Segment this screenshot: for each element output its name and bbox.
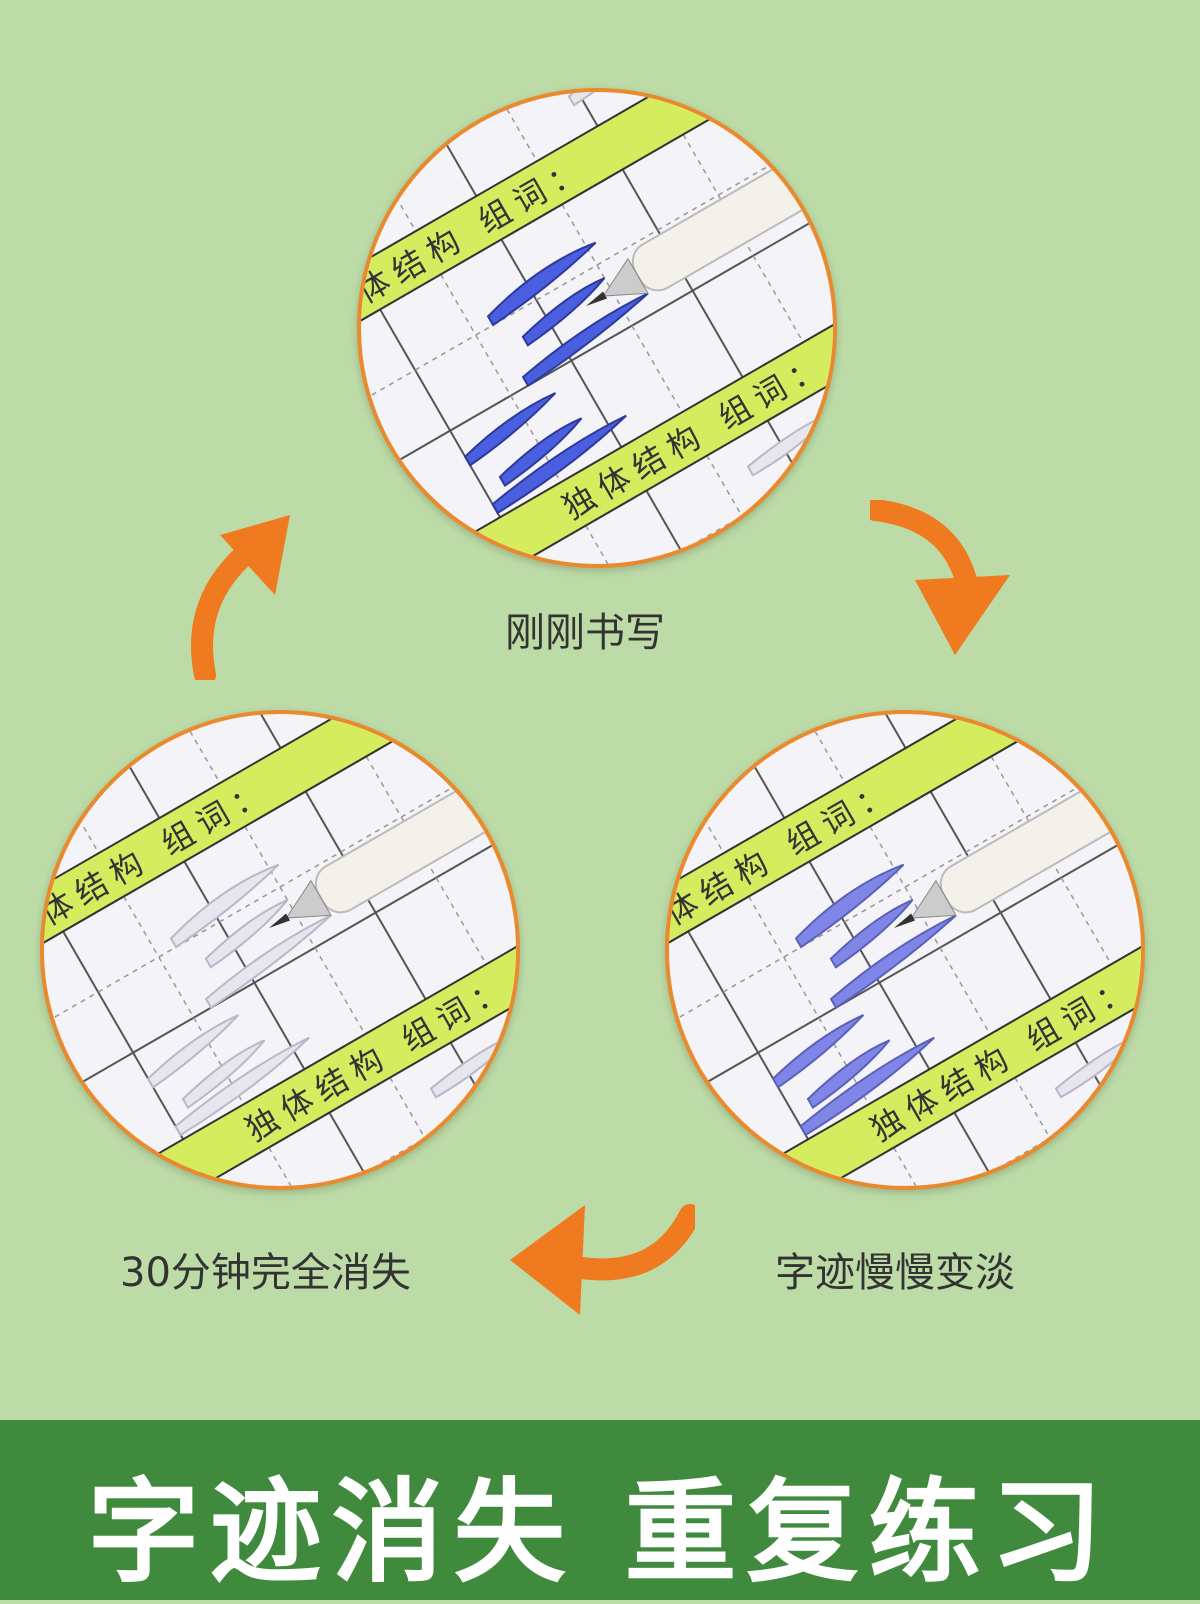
yellow-band (44, 714, 516, 1063)
faint-stroke (746, 411, 833, 477)
written-stroke (491, 414, 627, 515)
vanished-stroke (174, 1036, 310, 1137)
pen-icon (269, 772, 516, 929)
written-stroke (361, 168, 404, 247)
written-stroke (463, 392, 557, 467)
fading-stroke (669, 790, 712, 869)
zoom-circle-fading: 独体结构 组词： 独体结构 组词： 构： 再 (665, 710, 1145, 1190)
written-stroke (521, 277, 606, 347)
caption-just-written: 刚刚书写 (505, 610, 665, 656)
practice-sheet-illustration: 独体结构 组词： 独体结构 组词： 构： 再 (669, 714, 1141, 1186)
caption-fading: 字迹慢慢变淡 (775, 1250, 1015, 1296)
yellow-band (669, 817, 1141, 1186)
practice-sheet-illustration: 独体结构 组词： 独体结构 组词： 构： (361, 92, 833, 564)
pen-icon (894, 772, 1141, 929)
cycle-arrow-up-icon (191, 515, 290, 680)
vanished-stroke (169, 863, 280, 949)
written-stroke (498, 417, 583, 488)
fading-stroke (771, 1014, 865, 1089)
zoom-circle-just-written: 独体结构 组词： 独体结构 组词： 构： (357, 88, 837, 568)
yellow-band (361, 92, 833, 441)
vanished-stroke (181, 1039, 266, 1110)
vanished-stroke (44, 790, 87, 869)
zoom-circle-vanished: 独体结构 组词： 独体结构 组词： 构： 再 (40, 710, 520, 1190)
yellow-band (44, 817, 516, 1186)
vanished-stroke (204, 899, 289, 969)
written-stroke (486, 241, 597, 327)
cycle-arrow-down-icon (870, 500, 1010, 655)
yellow-band (361, 195, 833, 564)
fading-stroke (806, 1039, 891, 1110)
caption-vanished: 30分钟完全消失 (120, 1250, 411, 1296)
banner-title: 字迹消失 重复练习 (87, 1468, 1113, 1598)
vanished-stroke (429, 1033, 516, 1099)
faint-stroke (567, 92, 639, 107)
fading-stroke (794, 863, 905, 949)
pen-icon (586, 150, 833, 307)
fading-stroke (799, 1036, 935, 1137)
yellow-band (669, 714, 1141, 1063)
cycle-arrow-left-icon (510, 1204, 695, 1315)
practice-sheet-illustration: 独体结构 组词： 独体结构 组词： 构： 再 (44, 714, 516, 1186)
fading-stroke (829, 899, 914, 969)
bottom-banner: 字迹消失 重复练习 (0, 1420, 1200, 1600)
faint-stroke (1054, 1033, 1141, 1099)
vanished-stroke (146, 1014, 240, 1089)
